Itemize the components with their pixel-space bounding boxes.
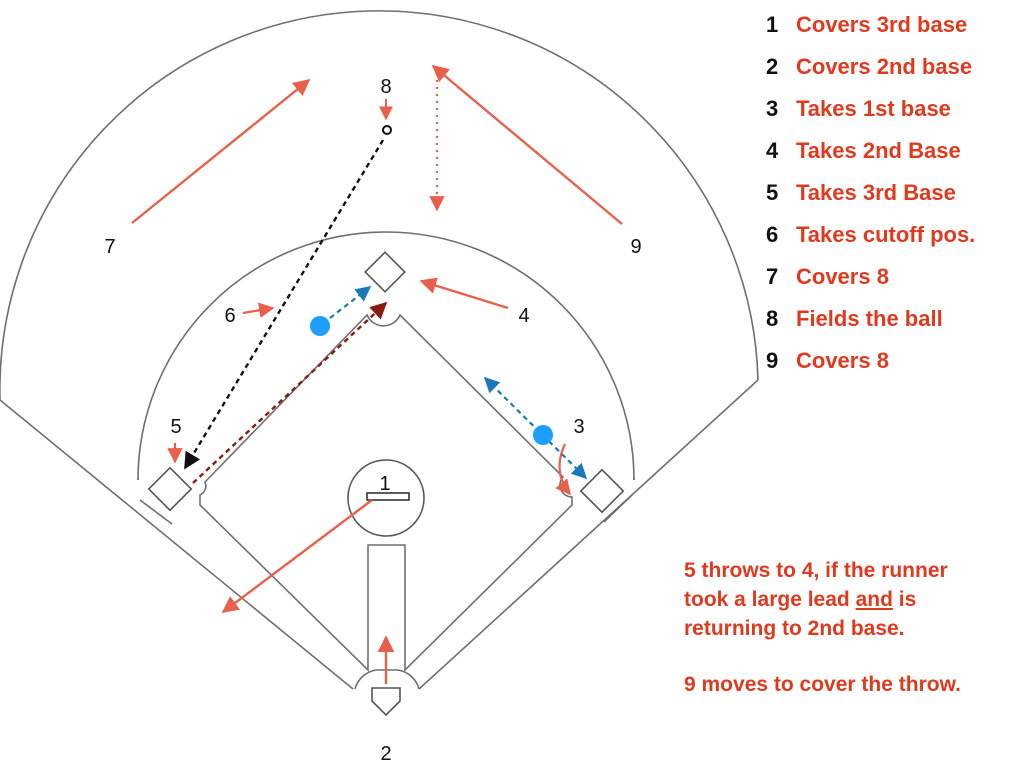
cover-note: 9 moves to cover the throw. xyxy=(684,673,961,696)
fielder-9-arrow xyxy=(431,64,623,225)
legend-text: Covers 3rd base xyxy=(796,12,968,37)
position-label-3: 3 xyxy=(573,416,584,438)
position-label-2: 2 xyxy=(380,743,391,765)
legend-number: 9 xyxy=(766,348,779,373)
position-label-8: 8 xyxy=(380,76,391,98)
legend-text: Covers 2nd base xyxy=(796,54,973,79)
legend-text: Covers 8 xyxy=(796,348,889,373)
legend-text: Takes 1st base xyxy=(796,96,951,121)
runner-near-2nd xyxy=(310,316,330,336)
ball-position xyxy=(382,125,392,135)
legend-text: Takes 3rd Base xyxy=(796,180,956,205)
play-note-emphasis: and xyxy=(855,588,893,611)
inner-diamond xyxy=(199,313,573,672)
legend-text: Takes cutoff pos. xyxy=(796,222,976,247)
left-foul-line xyxy=(0,399,354,690)
position-label-9: 9 xyxy=(630,236,641,258)
legend-number: 8 xyxy=(766,306,779,331)
legend-item: 7 Covers 8 xyxy=(766,262,975,304)
legend-item: 5 Takes 3rd Base xyxy=(766,178,975,220)
legend-text: Takes 2nd Base xyxy=(796,138,961,163)
play-note-line-3: returning to 2nd base. xyxy=(684,617,905,640)
runner-2nd-path xyxy=(329,286,372,319)
fielder-7-arrow xyxy=(131,78,311,224)
position-label-7: 7 xyxy=(104,236,115,258)
play-note-line-2-end: is xyxy=(892,588,917,611)
position-label-1: 1 xyxy=(379,473,390,495)
play-note-line-1: 5 throws to 4, if the runner xyxy=(684,559,948,582)
legend-number: 2 xyxy=(766,54,779,79)
outfield-fence xyxy=(0,10,759,400)
fielder-4-arrow xyxy=(419,277,509,310)
first-base xyxy=(579,468,625,514)
second-base xyxy=(364,251,406,293)
legend-number: 5 xyxy=(766,180,779,205)
position-label-5: 5 xyxy=(170,416,181,438)
right-infield-edge xyxy=(603,494,633,523)
infield-arc xyxy=(137,231,635,481)
fielder-3-arrow xyxy=(555,443,571,496)
legend-number: 6 xyxy=(766,222,779,247)
legend-item: 3 Takes 1st base xyxy=(766,94,975,136)
right-foul-line xyxy=(418,379,759,690)
position-label-4: 4 xyxy=(518,305,529,327)
play-note-line-2-start: took a large lead xyxy=(684,588,856,611)
legend-text: Covers 8 xyxy=(796,264,889,289)
home-plate xyxy=(371,687,401,717)
legend-number: 3 xyxy=(766,96,779,121)
throw-8-to-5 xyxy=(183,139,385,470)
play-note: 5 throws to 4, if the runner took a larg… xyxy=(684,556,948,643)
position-label-6: 6 xyxy=(224,305,235,327)
legend-item: 1 Covers 3rd base xyxy=(766,10,975,52)
runner-1st-path xyxy=(483,376,588,480)
third-base xyxy=(147,466,193,512)
runner-near-1st xyxy=(533,425,553,445)
legend-item: 9 Covers 8 xyxy=(766,346,975,388)
pitchers-rubber xyxy=(366,492,410,501)
fielder-6-arrow xyxy=(242,302,275,318)
legend-text: Fields the ball xyxy=(796,306,943,331)
legend-item: 2 Covers 2nd base xyxy=(766,52,975,94)
throw-5-to-4 xyxy=(192,301,388,484)
left-infield-edge xyxy=(139,499,173,525)
legend-number: 7 xyxy=(766,264,779,289)
legend-item: 8 Fields the ball xyxy=(766,304,975,346)
legend-item: 4 Takes 2nd Base xyxy=(766,136,975,178)
pitcher-arrow xyxy=(221,499,373,614)
legend-item: 6 Takes cutoff pos. xyxy=(766,220,975,262)
legend-number: 1 xyxy=(766,12,779,37)
legend-number: 4 xyxy=(766,138,779,163)
play-note-line-2: took a large lead and is xyxy=(684,585,948,614)
